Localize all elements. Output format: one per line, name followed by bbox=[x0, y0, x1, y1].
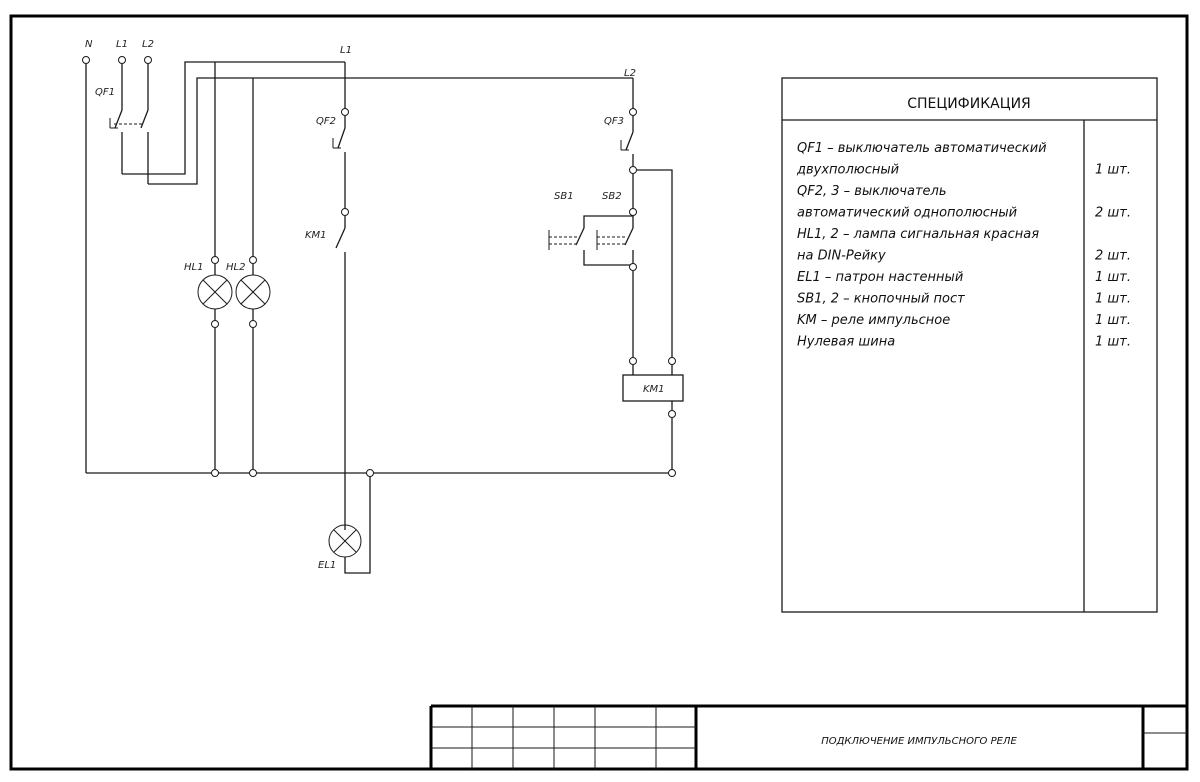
label-qf1: QF1 bbox=[95, 87, 115, 98]
drawing-title: ПОДКЛЮЧЕНИЕ ИМПУЛЬСНОГО РЕЛЕ bbox=[821, 736, 1017, 747]
km1-coil: KM1 bbox=[622, 357, 684, 469]
lamp-hl2: HL2 bbox=[226, 78, 271, 469]
spec-row-desc: HL1, 2 – лампа сигнальная красная bbox=[797, 227, 1039, 242]
label-l1-bus: L1 bbox=[340, 45, 352, 56]
pushbuttons-sb1-sb2: SB1 SB2 bbox=[548, 191, 637, 357]
label-sb1: SB1 bbox=[554, 191, 574, 202]
km1-contact: KM1 bbox=[305, 216, 346, 530]
label-km1-contact: KM1 bbox=[305, 230, 327, 241]
spec-row-desc: Нулевая шина bbox=[797, 335, 895, 350]
label-sb2: SB2 bbox=[602, 191, 622, 202]
qf2-breaker: QF2 bbox=[316, 62, 349, 216]
spec-row-desc: EL1 – патрон настенный bbox=[797, 270, 963, 285]
label-l1-input: L1 bbox=[116, 39, 128, 50]
spec-row-qty: 1 шт. bbox=[1095, 292, 1131, 307]
spec-row-qty: 2 шт. bbox=[1095, 249, 1131, 264]
label-qf3: QF3 bbox=[604, 116, 624, 127]
label-l2-input: L2 bbox=[142, 39, 154, 50]
specification-rows: QF1 – выключатель автоматический двухполю… bbox=[796, 141, 1131, 350]
spec-row-qty: 1 шт. bbox=[1095, 313, 1131, 328]
title-block-grid bbox=[431, 706, 696, 769]
spec-row-desc: на DIN-Рейку bbox=[797, 249, 886, 264]
label-n: N bbox=[85, 39, 93, 50]
neutral-bus-nodes bbox=[211, 469, 676, 477]
label-hl1: HL1 bbox=[184, 262, 203, 273]
spec-row-qty: 1 шт. bbox=[1095, 270, 1131, 285]
specification-table: СПЕЦИФИКАЦИЯ QF1 – выключатель автоматич… bbox=[781, 77, 1158, 613]
qf3-breaker: QF3 bbox=[604, 78, 673, 357]
spec-row-desc: QF1 – выключатель автоматический bbox=[797, 141, 1047, 156]
label-el1: EL1 bbox=[318, 560, 336, 571]
title-block: ПОДКЛЮЧЕНИЕ ИМПУЛЬСНОГО РЕЛЕ bbox=[429, 704, 1187, 769]
spec-row-desc: автоматический однополюсный bbox=[797, 206, 1017, 221]
spec-row-desc: KM – реле импульсное bbox=[797, 313, 950, 328]
qf1-out-l1 bbox=[122, 61, 345, 175]
spec-row-desc: SB1, 2 – кнопочный пост bbox=[797, 292, 965, 307]
input-terminals: N L1 L2 bbox=[82, 39, 154, 64]
spec-row-qty: 1 шт. bbox=[1095, 335, 1131, 350]
specification-title: СПЕЦИФИКАЦИЯ bbox=[907, 96, 1031, 112]
qf1-out-l2 bbox=[148, 77, 633, 185]
label-hl2: HL2 bbox=[226, 262, 245, 273]
label-qf2: QF2 bbox=[316, 116, 336, 127]
label-l2-bus: L2 bbox=[624, 68, 636, 79]
qf1-breaker: QF1 bbox=[95, 64, 149, 184]
spec-row-desc: QF2, 3 – выключатель bbox=[797, 184, 947, 199]
spec-row-qty: 2 шт. bbox=[1095, 206, 1131, 221]
lamp-el1: EL1 bbox=[318, 477, 371, 574]
sheet-frame bbox=[9, 14, 1189, 771]
spec-row-qty: 1 шт. bbox=[1095, 163, 1131, 178]
lamp-hl1: HL1 bbox=[184, 62, 233, 469]
spec-row-desc: двухполюсный bbox=[796, 163, 899, 178]
label-km1-coil: KM1 bbox=[643, 384, 665, 395]
